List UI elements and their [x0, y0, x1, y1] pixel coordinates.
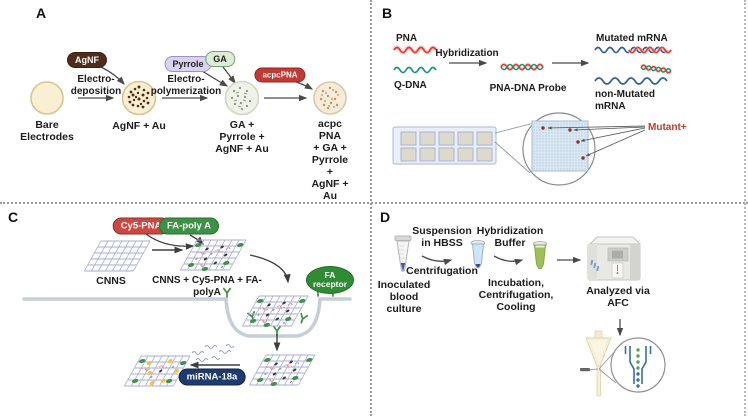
flow-cytometer-icon [587, 236, 642, 281]
ga-pyrrole-electrode-icon [224, 80, 260, 116]
arrow-cy5pna-to-complex [145, 233, 195, 250]
complex-internalized-icon [248, 354, 316, 387]
qdna-label: Q-DNA [394, 80, 427, 91]
non-mutated-mrna-icon [594, 77, 668, 85]
hybridization-label: Hybridization [435, 48, 499, 59]
bare-electrodes-caption: Bare Electrodes [20, 119, 74, 144]
incubation-label: Incubation, Centrifugation, Cooling [478, 277, 554, 314]
pna-label: PNA [396, 33, 418, 44]
suspension-hbss-label: Suspension in HBSS [412, 225, 472, 250]
agnf-au-caption: AgNF + Au [112, 120, 166, 132]
pyrrole-pill: Pyrrole [164, 56, 212, 72]
acpcpna-electrode-icon [313, 81, 347, 115]
fa-receptor-pill: FA receptor [306, 266, 354, 294]
hybridization-buffer-label: Hybridization Buffer [476, 225, 544, 250]
arrow-ga-to-electrode [222, 66, 236, 85]
vertical-divider [370, 0, 372, 416]
panel-c-cnns-delivery: C Cy5-PNA FA-poly A CNNS CNNS + Cy5-PNA … [0, 203, 371, 416]
electropolymerization-label: Electro- polymerization [150, 74, 222, 97]
qdna-strand-icon [393, 66, 437, 74]
flow-channel-icon [624, 346, 652, 384]
panel-c-label: C [8, 209, 19, 225]
arrow-incubation [493, 255, 524, 266]
arrow-pyrrole-to-electrode [201, 70, 229, 87]
probe-binding-icon [639, 63, 673, 75]
analyzed-afc-caption: Analyzed via AFC [586, 285, 650, 310]
horizontal-divider [0, 202, 748, 204]
acpcpna-caption: acpc PNA + GA + Pyrrole + AgNF + Au [311, 118, 349, 203]
panel-b-label: B [382, 5, 393, 21]
flowcell-magnifier [598, 337, 666, 393]
microtube-buffer-icon [532, 241, 548, 270]
microtube-hbss-icon [470, 240, 486, 269]
fa-polya-pill: FA-poly A [159, 217, 219, 235]
mutant-spots [541, 126, 585, 160]
panel-d-sample-workflow: D Suspension in HBSS Centrifugation Hybr… [374, 203, 748, 416]
arrow-complex-to-cell [249, 254, 291, 284]
panel-a-graphics [30, 66, 347, 116]
ga-pyrrole-caption: GA + Pyrrole + AgNF + Au [215, 119, 269, 156]
agnf-au-electrode-icon [121, 80, 157, 116]
panel-c-graphics [22, 233, 352, 387]
mutant-pointer-arrows [547, 125, 646, 157]
complex-in-pocket-icon [241, 295, 309, 328]
arrow-agnf-to-electrode [100, 66, 125, 85]
flow-cell-icon [580, 330, 612, 397]
pna-strand-icon [392, 45, 438, 55]
panel-d-label: D [380, 209, 391, 225]
panel-b-graphics [392, 45, 673, 186]
panel-b-hybridization: B PNA Q-DNA Hybridization PNA-DNA Probe … [374, 0, 748, 203]
cell-membrane-icon [22, 297, 352, 338]
cnns-complex-caption: CNNS + Cy5-PNA + FA- polyA [152, 275, 262, 298]
inoculated-blood-caption: Inoculated blood culture [377, 279, 431, 316]
laser-icon [580, 368, 590, 372]
mirna-pill: miRNA-18a [178, 368, 246, 386]
panel-a-electrode-fabrication: A AgNF Pyrrole GA acpcPNA Electro- depos… [0, 0, 371, 203]
panel-a-label: A [36, 5, 47, 21]
mutated-mrna-icon [594, 45, 673, 55]
microarray-chip-icon [392, 126, 497, 165]
cy5-pna-pill: Cy5-PNA [112, 217, 170, 235]
panel-d-graphics [394, 235, 666, 397]
arrow-centrifugation [421, 255, 453, 266]
electrodeposition-label: Electro- deposition [70, 74, 122, 97]
right-edge-divider [744, 0, 746, 416]
mirna-strands-icon [191, 344, 235, 362]
acpcpna-pill: acpcPNA [254, 67, 306, 83]
non-mutated-mrna-label: non-Mutated mRNA [595, 89, 655, 112]
ga-pill: GA [205, 51, 235, 67]
mutant-plus-label: Mutant+ [648, 122, 687, 133]
arrow-fapolya-to-complex [189, 234, 204, 245]
cnns-lattice-icon [83, 240, 151, 272]
conical-tube-icon [394, 235, 412, 272]
chip-magnifier [494, 112, 646, 186]
mutated-mrna-label: Mutated mRNA [596, 33, 668, 44]
centrifugation-label: Centrifugation [406, 265, 478, 277]
cnns-complex-icon [179, 239, 247, 272]
agnf-pill: AgNF [67, 52, 107, 68]
cnns-caption: CNNS [96, 275, 126, 287]
probe-label: PNA-DNA Probe [489, 83, 567, 94]
bare-electrode-icon [30, 81, 64, 115]
pna-dna-probe-icon [499, 62, 545, 72]
